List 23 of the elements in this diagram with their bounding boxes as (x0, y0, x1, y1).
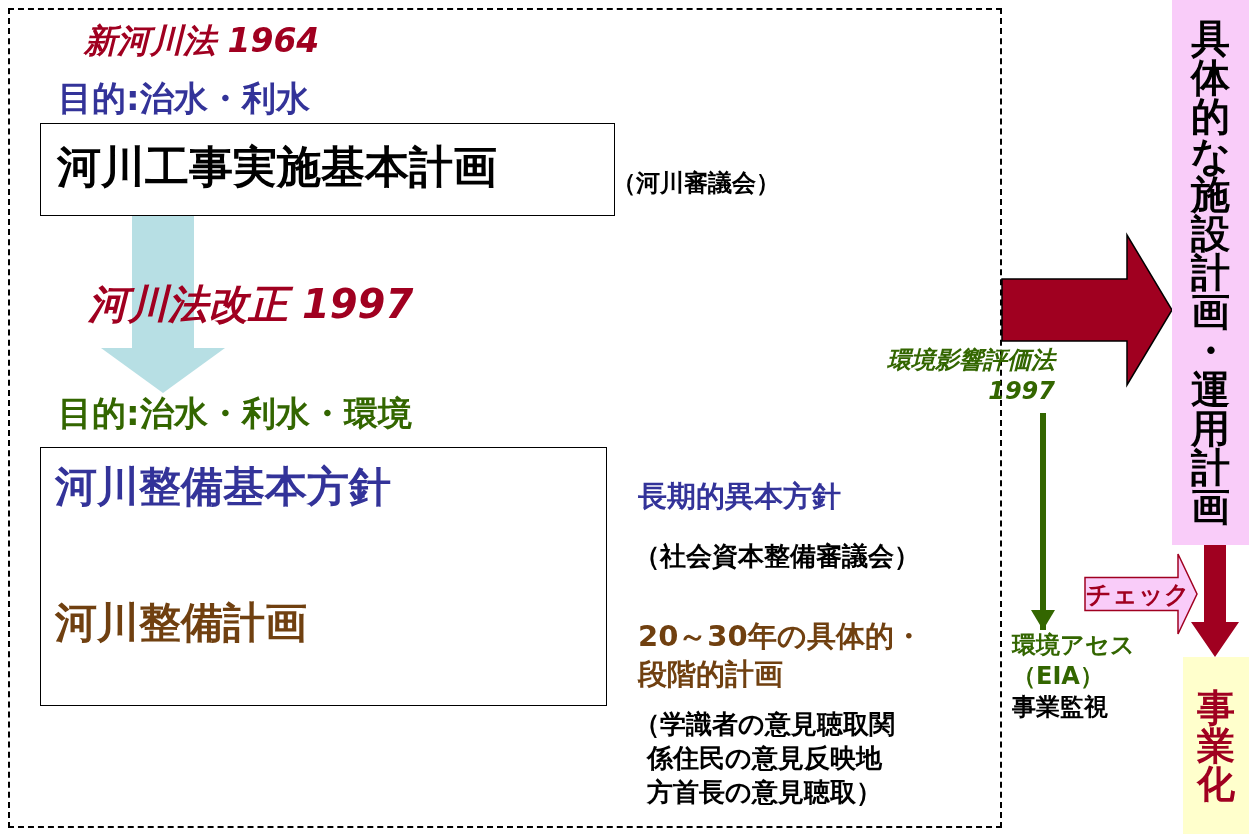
heading: 目的:治水・利水 (58, 77, 310, 120)
heading: 目的:治水・利水・環境 (58, 392, 412, 435)
edge-label: 河川法改正 1997 (88, 280, 414, 329)
plan-title: 河川整備計画 (55, 597, 307, 649)
monitoring-text: 事業監視 (1012, 692, 1109, 724)
policy-note: 長期的異本方針 (638, 478, 842, 515)
plan-band (1172, 0, 1249, 545)
law-label: 環境影響評価法 1997 (812, 345, 1055, 413)
plan-box: 河川工事実施基本計画 (40, 123, 615, 216)
block-arrow (1001, 232, 1173, 388)
arrow (1031, 413, 1055, 630)
block-arrow (1191, 545, 1239, 657)
council-note: （社会資本整備審議会） (634, 540, 921, 573)
project-title: 事業化 (1196, 688, 1236, 803)
law-title: 新河川法 1964 (84, 20, 320, 62)
hearing-note: （学識者の意見聴取関係住民の意見反映地方首長の意見聴取） (634, 708, 896, 809)
plan-note: 20～30年の具体的・段階的計画 (638, 618, 924, 693)
block-arrow (101, 216, 225, 393)
plan-title: 具体的な施設計画・運用計画 (1190, 19, 1231, 526)
council-note: （河川審議会） (612, 168, 781, 199)
plan-title: 河川整備基本方針 (55, 461, 391, 513)
check-arrow: チェック (1084, 553, 1198, 635)
project-band (1183, 657, 1249, 834)
